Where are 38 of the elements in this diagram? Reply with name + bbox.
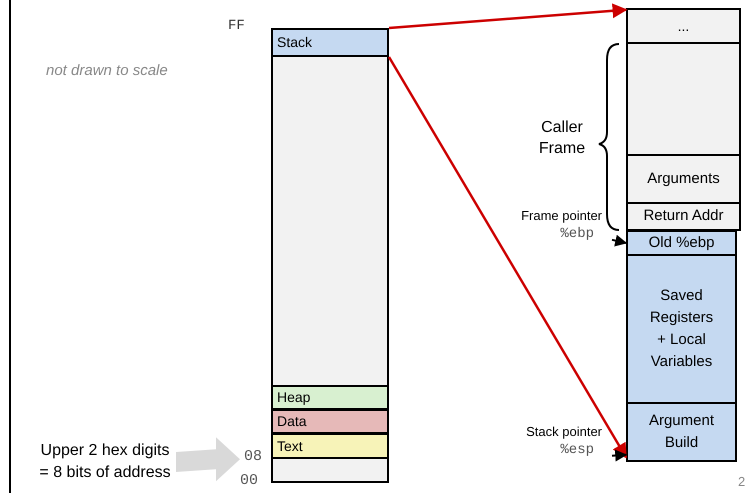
note-text: not drawn to scale (46, 61, 168, 81)
memory-segment (271, 28, 389, 57)
segment-label: Stack (277, 33, 312, 52)
memory-segment (626, 254, 737, 404)
memory-segment (271, 433, 389, 459)
arrow (612, 450, 628, 462)
memory-segment (271, 385, 389, 410)
block-arrow (176, 437, 240, 482)
segment-label: Upper 2 hex digits = 8 bits of address (38, 441, 172, 483)
note-text: 00 (240, 471, 258, 491)
memory-block (626, 42, 741, 156)
note-text: FF (228, 17, 245, 36)
segment-label: Saved Registers + Local Variables (648, 286, 714, 372)
segment-label: Arguments (647, 168, 720, 189)
arrow (388, 3, 628, 30)
register-name: %ebp (560, 225, 595, 243)
segment-label: Text (277, 436, 303, 456)
memory-segment (626, 402, 737, 462)
memory-segment (626, 202, 741, 231)
pointer-label: Frame pointer (521, 207, 603, 225)
memory-block (271, 28, 389, 483)
segment-label: Heap (277, 388, 310, 407)
segment-label: Data (277, 412, 307, 431)
segment-label: ... (678, 16, 690, 36)
segment-label: Old %ebp (648, 232, 714, 253)
memory-segment (626, 230, 737, 256)
memory-segment (271, 409, 389, 434)
memory-segment (626, 8, 741, 44)
segment-label: Return Addr (643, 206, 724, 226)
arrow (388, 56, 628, 458)
segment-label: Argument Build (648, 411, 716, 453)
pointer-label: Stack pointer (526, 423, 603, 441)
note-text: Caller Frame (538, 118, 586, 159)
arrow (612, 234, 628, 246)
register-name: %esp (560, 441, 595, 459)
memory-segment (626, 154, 741, 204)
note-text: 2 (738, 473, 746, 491)
segment-label: 08 (244, 446, 262, 467)
